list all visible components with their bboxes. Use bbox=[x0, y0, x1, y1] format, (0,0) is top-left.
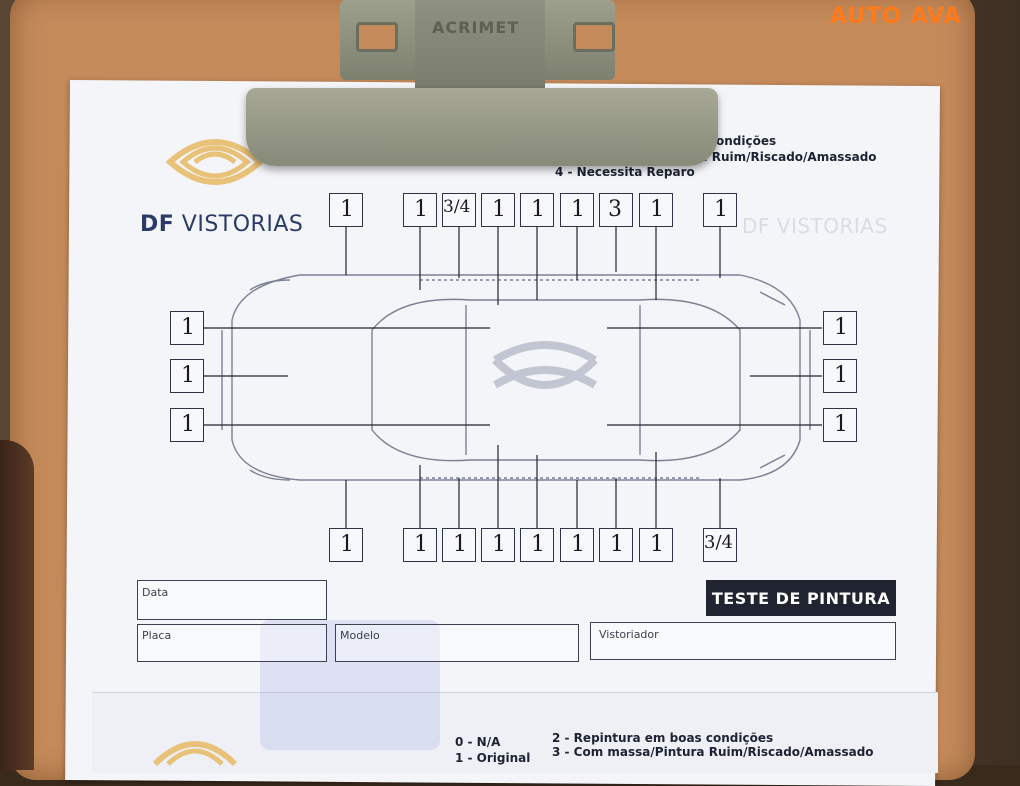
teste-de-pintura-badge: TESTE DE PINTURA bbox=[706, 580, 896, 616]
panel-mark: 1 bbox=[340, 532, 354, 557]
panel-mark: 1 bbox=[610, 532, 624, 557]
panel-box-left-2[interactable]: 1 bbox=[170, 359, 204, 393]
panel-box-left-3[interactable]: 1 bbox=[170, 408, 204, 442]
panel-mark: 1 bbox=[834, 315, 848, 340]
panel-mark: 1 bbox=[492, 197, 506, 222]
clip-neck bbox=[415, 0, 545, 100]
panel-mark: 1 bbox=[492, 532, 506, 557]
watermark: AUTO AVA bbox=[830, 4, 962, 29]
panel-box-bottom-7[interactable]: 1 bbox=[599, 528, 633, 562]
hand bbox=[0, 440, 34, 770]
panel-box-bottom-8[interactable]: 1 bbox=[639, 528, 673, 562]
legend-top-line3: 4 - Necessita Reparo bbox=[555, 165, 695, 179]
panel-box-bottom-6[interactable]: 1 bbox=[560, 528, 594, 562]
data-field[interactable] bbox=[137, 580, 327, 620]
brand-rest: VISTORIAS bbox=[181, 212, 304, 237]
legend-bottom-left2: 1 - Original bbox=[455, 751, 531, 765]
panel-mark: 1 bbox=[181, 315, 195, 340]
panel-box-top-9[interactable]: 1 bbox=[703, 193, 737, 227]
legend-bottom-right2: 3 - Com massa/Pintura Ruim/Riscado/Amass… bbox=[552, 745, 874, 759]
clip-hole-right bbox=[573, 22, 615, 52]
panel-box-bottom-4[interactable]: 1 bbox=[481, 528, 515, 562]
panel-box-right-2[interactable]: 1 bbox=[823, 359, 857, 393]
panel-mark: 1 bbox=[531, 197, 545, 222]
df-logo-icon bbox=[165, 139, 265, 185]
panel-box-right-1[interactable]: 1 bbox=[823, 311, 857, 345]
panel-box-top-3[interactable]: 3/4 bbox=[442, 193, 476, 227]
panel-box-top-1[interactable]: 1 bbox=[329, 193, 363, 227]
panel-mark: 1 bbox=[181, 412, 195, 437]
panel-box-bottom-1[interactable]: 1 bbox=[329, 528, 363, 562]
data-label: Data bbox=[142, 586, 169, 599]
panel-mark: 1 bbox=[834, 412, 848, 437]
panel-box-bottom-3[interactable]: 1 bbox=[442, 528, 476, 562]
placa-field[interactable] bbox=[137, 624, 327, 662]
panel-mark: 1 bbox=[650, 197, 664, 222]
clip-front-plate bbox=[246, 88, 718, 166]
vistoriador-field[interactable] bbox=[590, 622, 896, 660]
modelo-field[interactable] bbox=[335, 624, 579, 662]
clip-hole-left bbox=[356, 22, 398, 52]
panel-box-top-5[interactable]: 1 bbox=[520, 193, 554, 227]
panel-mark: 1 bbox=[453, 532, 467, 557]
panel-mark: 1 bbox=[340, 197, 354, 222]
panel-box-top-6[interactable]: 1 bbox=[560, 193, 594, 227]
panel-box-left-1[interactable]: 1 bbox=[170, 311, 204, 345]
ghost-brand: DF VISTORIAS bbox=[742, 214, 888, 238]
legend-bottom-left1: 0 - N/A bbox=[455, 735, 501, 749]
panel-box-bottom-9[interactable]: 3/4 bbox=[703, 528, 737, 562]
panel-mark: 1 bbox=[714, 197, 728, 222]
panel-mark: 1 bbox=[414, 197, 428, 222]
panel-mark: 3/4 bbox=[443, 197, 471, 217]
clip-brand: ACRIMET bbox=[432, 18, 520, 37]
panel-mark: 1 bbox=[531, 532, 545, 557]
panel-box-top-2[interactable]: 1 bbox=[403, 193, 437, 227]
panel-mark: 3/4 bbox=[704, 532, 733, 553]
panel-mark: 1 bbox=[414, 532, 428, 557]
legend-bottom-right1: 2 - Repintura em boas condições bbox=[552, 731, 774, 745]
panel-box-bottom-5[interactable]: 1 bbox=[520, 528, 554, 562]
brand-bold: DF bbox=[140, 212, 175, 237]
brand-name: DF VISTORIAS bbox=[140, 212, 303, 237]
panel-box-top-7[interactable]: 3 bbox=[599, 193, 633, 227]
panel-mark: 1 bbox=[571, 197, 585, 222]
panel-mark: 1 bbox=[571, 532, 585, 557]
panel-mark: 1 bbox=[181, 363, 195, 388]
panel-box-top-4[interactable]: 1 bbox=[481, 193, 515, 227]
df-logo-icon-2 bbox=[152, 741, 238, 767]
ink-stamp bbox=[260, 620, 440, 750]
panel-box-top-8[interactable]: 1 bbox=[639, 193, 673, 227]
modelo-label: Modelo bbox=[340, 629, 380, 642]
panel-box-right-3[interactable]: 1 bbox=[823, 408, 857, 442]
panel-mark: 1 bbox=[650, 532, 664, 557]
panel-mark: 1 bbox=[834, 363, 848, 388]
panel-box-bottom-2[interactable]: 1 bbox=[403, 528, 437, 562]
panel-mark: 3 bbox=[608, 197, 622, 222]
placa-label: Placa bbox=[142, 629, 172, 642]
car-diagram bbox=[204, 227, 822, 528]
vistoriador-label: Vistoriador bbox=[599, 628, 659, 641]
